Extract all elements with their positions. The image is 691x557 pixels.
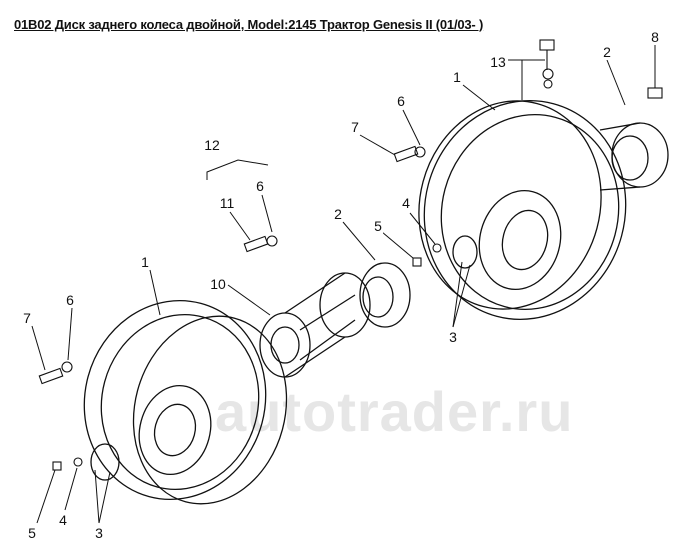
callout-2: 2 bbox=[333, 206, 343, 222]
watermark: autotrader.ru bbox=[215, 380, 574, 443]
callout-6: 6 bbox=[65, 292, 75, 308]
callout-7: 7 bbox=[22, 310, 32, 326]
callout-3: 3 bbox=[448, 329, 458, 345]
left-wheel-rim bbox=[83, 299, 288, 505]
spacer-cage bbox=[259, 272, 371, 378]
bolts bbox=[38, 39, 663, 471]
callout-6: 6 bbox=[255, 178, 265, 194]
callout-1: 1 bbox=[452, 69, 462, 85]
right-hub-flange bbox=[599, 122, 669, 191]
callout-5: 5 bbox=[373, 218, 383, 234]
callout-8: 8 bbox=[650, 29, 660, 45]
clamp-right bbox=[452, 235, 478, 269]
callout-13: 13 bbox=[489, 54, 507, 70]
callout-11: 11 bbox=[218, 195, 236, 211]
callout-6: 6 bbox=[396, 93, 406, 109]
callout-4: 4 bbox=[58, 512, 68, 528]
callout-5: 5 bbox=[27, 525, 37, 541]
page-title: 01B02 Диск заднего колеса двойной, Model… bbox=[14, 17, 484, 32]
callout-10: 10 bbox=[209, 276, 227, 292]
callout-4: 4 bbox=[401, 195, 411, 211]
right-wheel-rim bbox=[418, 99, 627, 321]
callout-12: 12 bbox=[203, 137, 221, 153]
callout-2: 2 bbox=[602, 44, 612, 60]
callout-7: 7 bbox=[350, 119, 360, 135]
callout-1: 1 bbox=[140, 254, 150, 270]
leader-lines bbox=[31, 45, 656, 524]
clamp-left bbox=[90, 443, 120, 481]
callout-3: 3 bbox=[94, 525, 104, 541]
middle-hub-flange bbox=[359, 262, 411, 328]
